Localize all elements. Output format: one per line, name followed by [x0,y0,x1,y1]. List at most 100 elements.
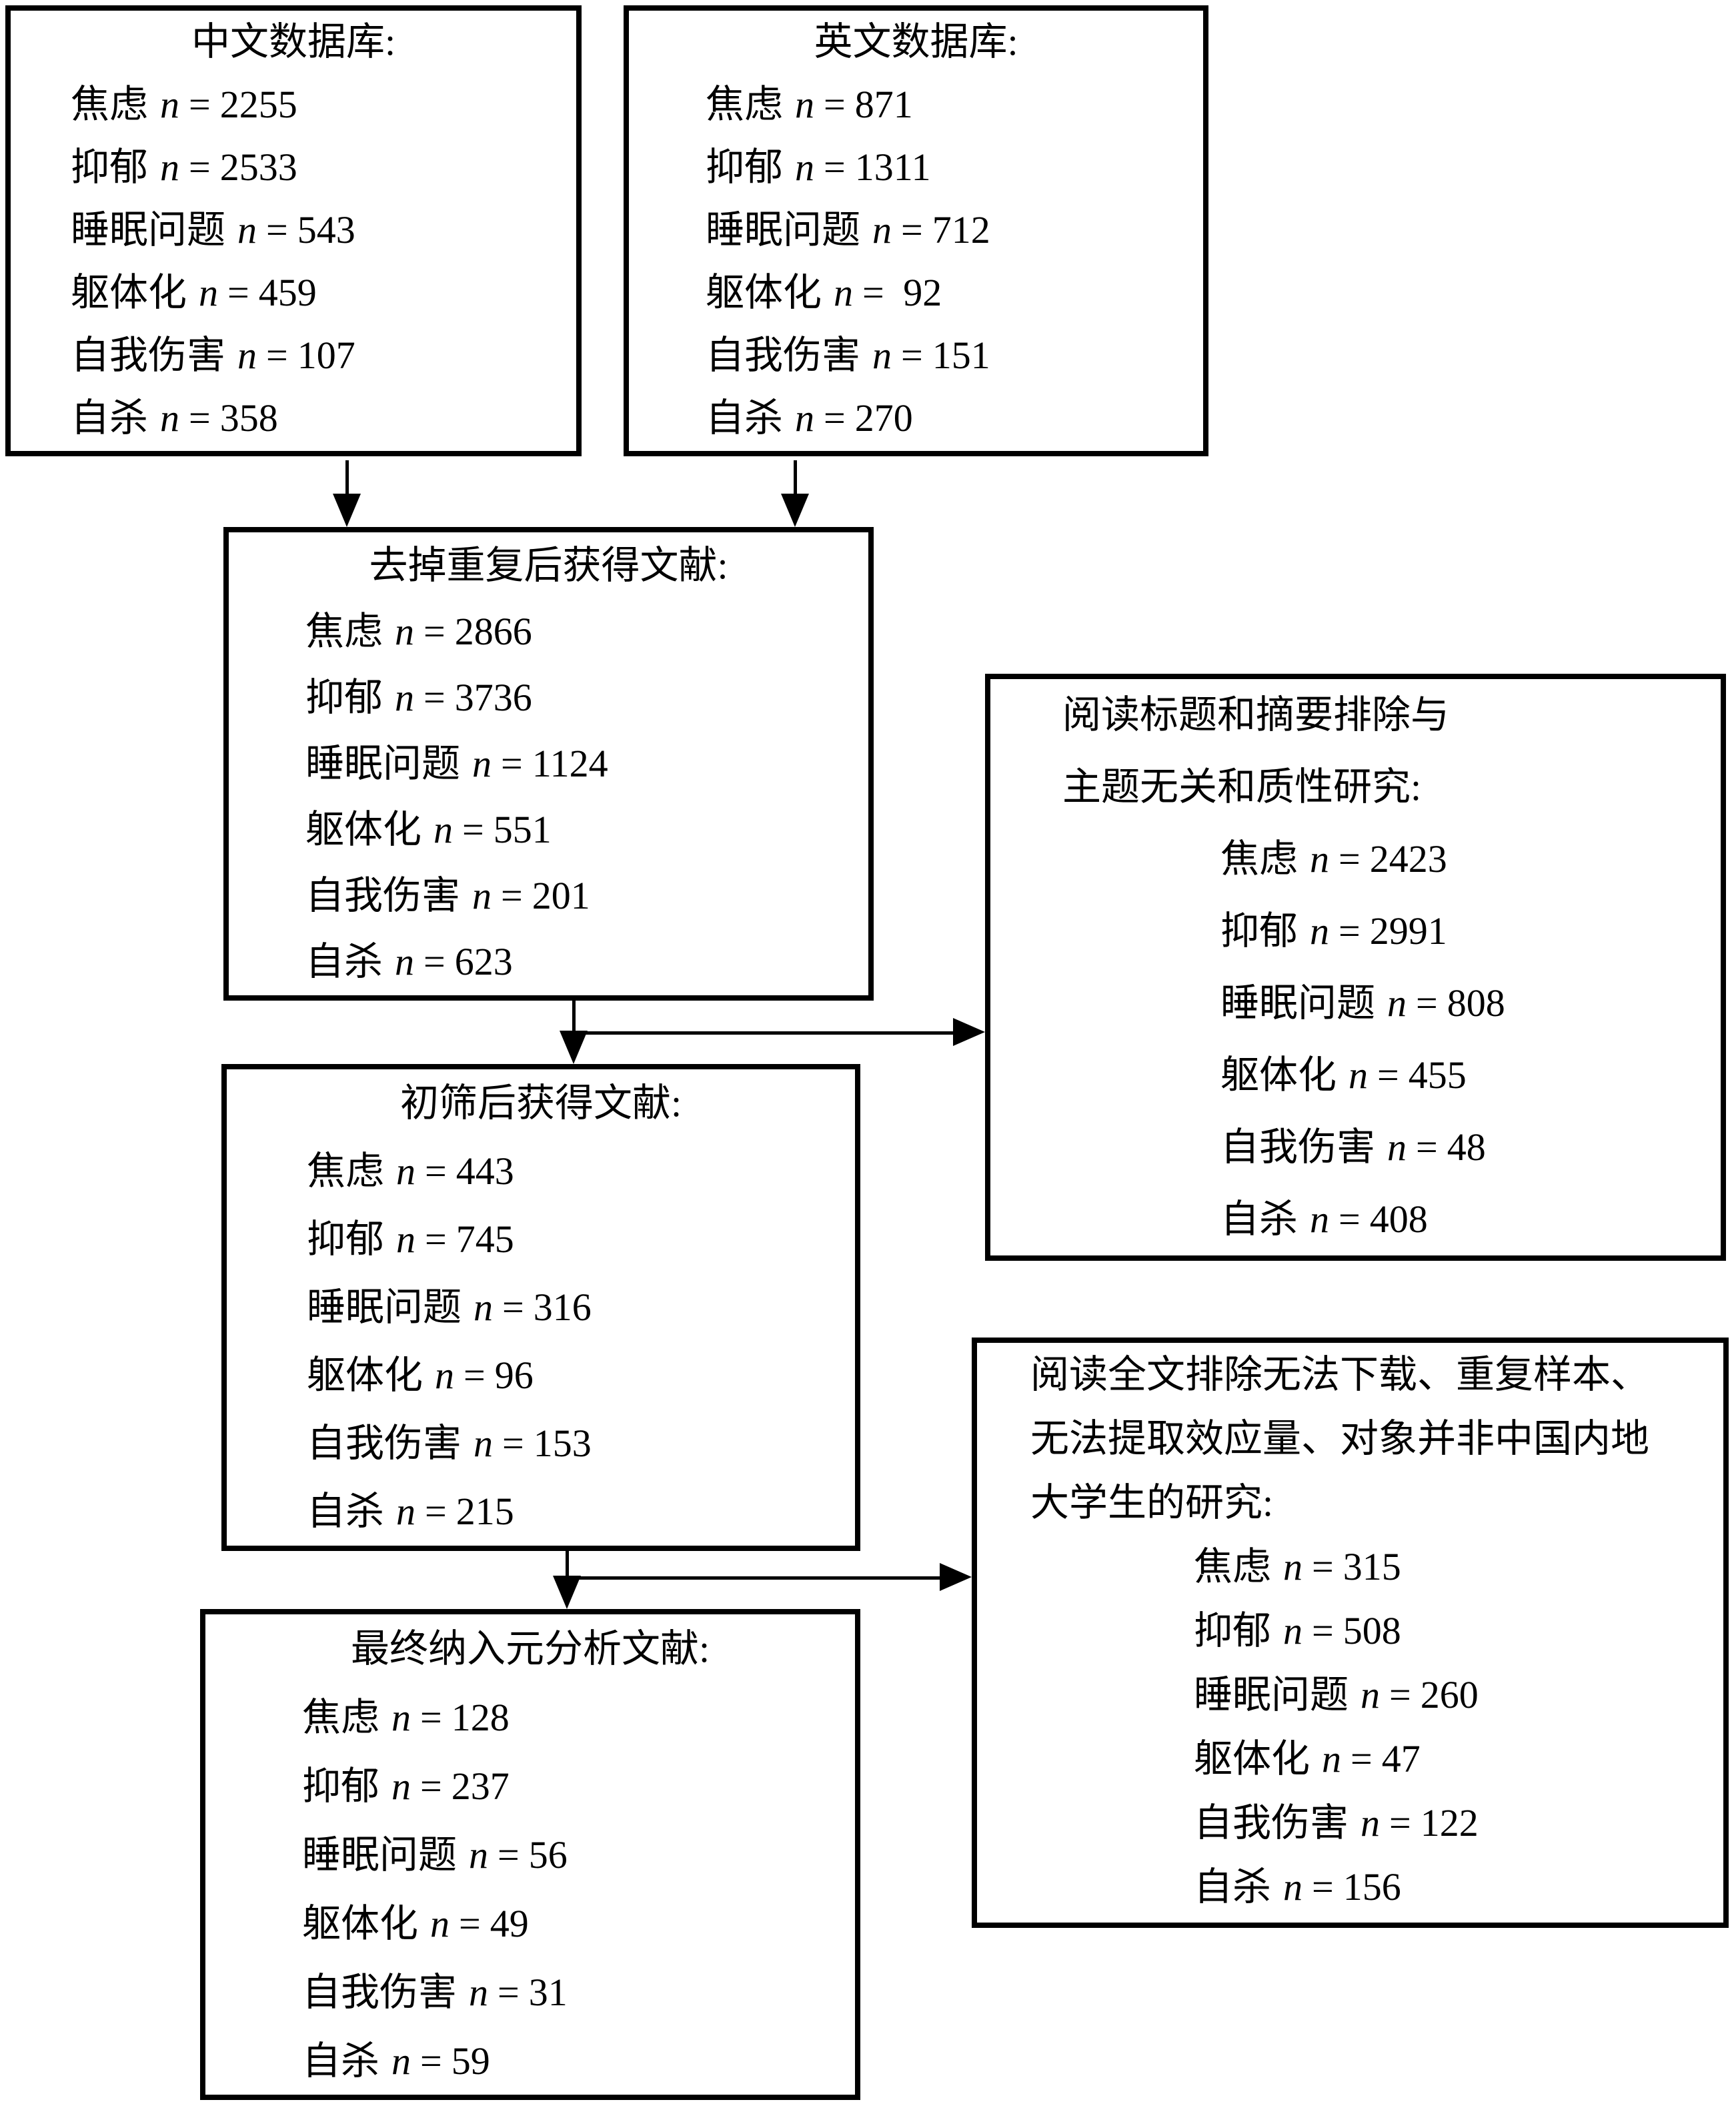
item-equals: = [824,145,846,189]
arrow-branch-to-fulltext-exclusion-head [940,1563,972,1591]
item-label: 抑郁 [71,145,149,189]
item-n-symbol: n [237,334,257,377]
box-title: 去掉重复后获得文献: [369,544,728,587]
item-value: 270 [854,396,913,440]
item-value: 808 [1447,981,1505,1025]
item-label: 自杀 [307,1490,385,1533]
item-n-symbol: n [395,676,415,719]
item-label: 抑郁 [1220,909,1298,953]
item-value: 59 [451,2039,490,2083]
item-equals: = [901,208,923,251]
item-value: 315 [1343,1545,1401,1588]
item-equals: = [824,83,846,126]
item-n-symbol: n [160,145,180,189]
item-label: 焦虑 [706,83,784,126]
item-value: 543 [297,208,355,251]
item-n-symbol: n [474,1422,494,1465]
item-equals: = [901,334,923,377]
item-n-symbol: n [391,2039,411,2083]
item-label: 自我伤害 [305,874,461,917]
item-n-symbol: n [1283,1609,1303,1652]
item-n-symbol: n [1322,1737,1342,1780]
item-value: 31 [528,1971,568,2014]
item-label: 睡眠问题 [71,208,226,251]
item-equals: = [1312,1609,1334,1652]
item-value: 2991 [1369,909,1447,953]
item-value: 623 [454,940,513,983]
item-n-symbol: n [396,1217,416,1261]
item-n-symbol: n [795,396,815,440]
item-n-symbol: n [435,1354,455,1397]
box-title: 阅读标题和摘要排除与 [1062,693,1450,736]
item-value: 3736 [454,676,532,719]
item-n-symbol: n [795,145,815,189]
item-label: 自杀 [302,2039,380,2083]
item-n-symbol: n [1283,1545,1303,1588]
item-equals: = [1416,981,1438,1025]
item-label: 躯体化 [706,271,822,314]
item-n-symbol: n [160,396,180,440]
item-label: 躯体化 [302,1902,419,1945]
box-title: 最终纳入元分析文献: [350,1627,710,1670]
item-n-symbol: n [1310,909,1330,953]
item-equals: = [1389,1801,1411,1844]
item-label: 躯体化 [1194,1737,1311,1780]
item-equals: = [1377,1053,1399,1097]
arrow-dedup-to-screening-head [560,1031,588,1064]
item-equals: = [1339,1197,1361,1241]
item-value: 745 [456,1217,514,1261]
item-label: 抑郁 [1194,1609,1272,1652]
arrow-branch-to-title-abstract-exclusion-head [953,1018,985,1046]
item-label: 焦虑 [302,1696,380,1739]
item-n-symbol: n [472,874,492,917]
item-value: 201 [532,874,590,917]
item-n-symbol: n [396,1149,416,1193]
item-value: 47 [1381,1737,1421,1780]
item-equals: = [1339,837,1361,881]
item-label: 睡眠问题 [305,742,461,785]
item-n-symbol: n [834,271,854,314]
item-label: 躯体化 [305,808,422,851]
item-label: 焦虑 [1194,1545,1272,1588]
item-label: 睡眠问题 [307,1285,462,1329]
item-value: 48 [1447,1125,1486,1169]
item-value: 153 [533,1422,592,1465]
item-equals: = [824,396,846,440]
item-equals: = [1351,1737,1373,1780]
item-value: 156 [1343,1865,1401,1909]
item-label: 焦虑 [305,610,383,653]
item-n-symbol: n [433,808,454,851]
item-n-symbol: n [1310,837,1330,881]
item-value: 1124 [532,742,608,785]
arrow-chinese-db-to-dedup-line [345,460,349,495]
arrow-english-db-to-dedup-head [781,494,809,527]
item-equals: = [425,1217,447,1261]
item-n-symbol: n [1349,1053,1369,1097]
item-equals: = [502,1285,524,1329]
item-equals: = [425,1490,447,1533]
box-title: 英文数据库: [814,20,1018,63]
arrow-dedup-to-screening-line [572,1001,576,1046]
